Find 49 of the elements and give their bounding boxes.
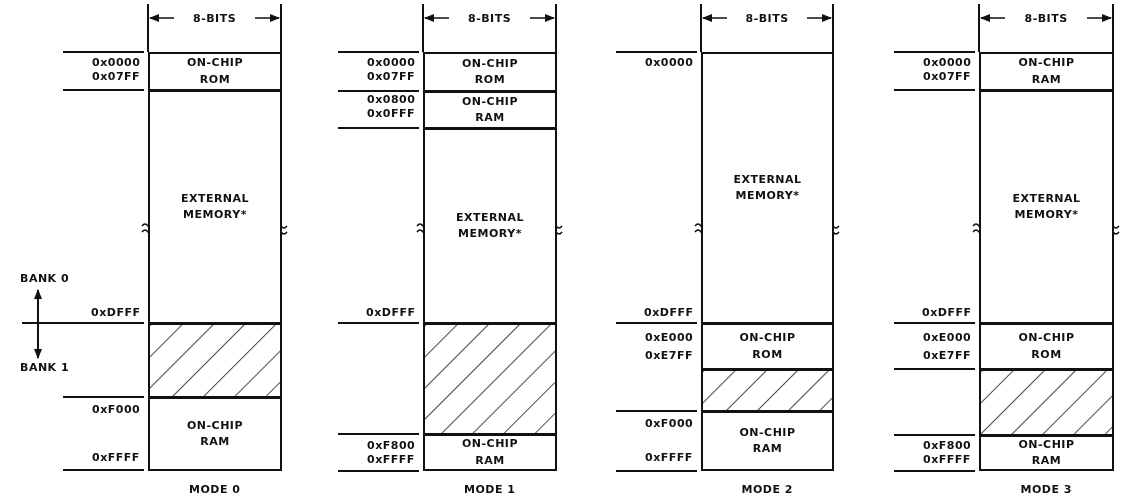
address-label: 0x0000 [367, 55, 416, 69]
memory-region: EXTERNAL MEMORY* [423, 128, 557, 324]
address-label: 0xFFFF [923, 452, 971, 466]
address-label: 0xDFFF [922, 305, 972, 319]
address-label: 0xF800 [923, 438, 972, 452]
address-label: 0x0000 [92, 55, 141, 69]
memory-region: ON-CHIP ROM [423, 52, 557, 92]
mode-caption: MODE 3 [1020, 482, 1072, 496]
address-label: 0xE000 [923, 330, 972, 344]
memory-region: ON-CHIP RAM [979, 435, 1114, 471]
memory-region: ON-CHIP RAM [148, 397, 282, 471]
address-label: 0xE000 [645, 330, 694, 344]
memory-region: ON-CHIP RAM [423, 434, 557, 471]
address-label: 0x07FF [923, 69, 972, 83]
address-label: 0xF000 [92, 402, 141, 416]
bank-label: BANK 1 [20, 360, 70, 374]
memory-region: ON-CHIP RAM [423, 91, 557, 129]
memory-region: ON-CHIP RAM [979, 52, 1114, 91]
memory-region: EXTERNAL MEMORY* [148, 90, 282, 324]
address-label: 0xF000 [645, 416, 694, 430]
address-label: 0xE7FF [645, 348, 693, 362]
address-label: 0xDFFF [644, 305, 694, 319]
hatched-region [701, 369, 834, 412]
mode-caption: MODE 2 [741, 482, 793, 496]
address-label: 0xDFFF [366, 305, 416, 319]
hatched-region [423, 323, 557, 435]
memory-region: ON-CHIP ROM [701, 323, 834, 370]
memory-region: ON-CHIP RAM [701, 411, 834, 471]
memory-region: EXTERNAL MEMORY* [979, 90, 1114, 324]
mode-caption: MODE 0 [189, 482, 241, 496]
address-label: 0x07FF [367, 69, 416, 83]
bank-label: BANK 0 [20, 271, 70, 285]
hatched-region [148, 323, 282, 398]
address-label: 0xFFFF [92, 450, 140, 464]
memory-region: ON-CHIP ROM [148, 52, 282, 91]
address-label: 0x0000 [923, 55, 972, 69]
address-label: 0x0000 [645, 55, 694, 69]
address-label: 0x07FF [92, 69, 141, 83]
mode-caption: MODE 1 [464, 482, 516, 496]
address-label: 0x0FFF [367, 106, 415, 120]
memory-region: ON-CHIP ROM [979, 323, 1114, 370]
address-label: 0xF800 [367, 438, 416, 452]
hatched-region [979, 369, 1114, 436]
address-label: 0xFFFF [367, 452, 415, 466]
address-label: 0xDFFF [91, 305, 141, 319]
address-label: 0x0800 [367, 92, 416, 106]
address-label: 0xFFFF [645, 450, 693, 464]
memory-region: EXTERNAL MEMORY* [701, 52, 834, 324]
address-label: 0xE7FF [923, 348, 971, 362]
